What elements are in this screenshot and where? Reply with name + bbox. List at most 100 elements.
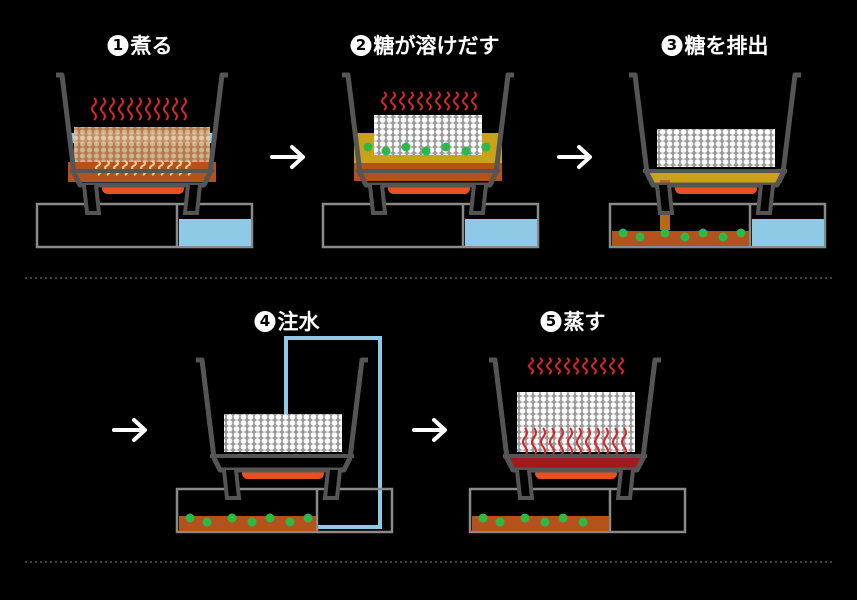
steam-wave (172, 97, 178, 121)
sugar-dot (285, 517, 295, 527)
pot-leg (368, 184, 388, 215)
syrup-drain (643, 171, 787, 183)
rice-block (517, 392, 635, 452)
steam-wave (609, 357, 615, 375)
steam-wave (528, 357, 534, 375)
sugar-dot (618, 228, 628, 238)
steam-wave (390, 91, 396, 111)
water-tank (752, 219, 824, 246)
steam-wave (154, 97, 160, 121)
drained-syrup (179, 516, 316, 531)
step-label: 煮る (130, 34, 173, 58)
steam-wave (462, 91, 468, 111)
steam-wave (435, 91, 441, 111)
pot-leg (222, 469, 242, 500)
steam-wave (540, 427, 546, 457)
sugar-dot (421, 146, 431, 156)
steam-wave (546, 357, 552, 375)
pot-body (196, 357, 368, 473)
steam-wave (408, 91, 414, 111)
water-tank (179, 219, 251, 246)
water-tank (465, 219, 537, 246)
steam-wave (585, 427, 591, 457)
arrow-right-icon (270, 145, 305, 169)
drained-syrup (612, 231, 749, 246)
sugar-dot (540, 517, 550, 527)
step-1-boil (35, 72, 254, 249)
pot-leg (615, 469, 635, 500)
pot-leg (82, 184, 102, 215)
sugar-dot (381, 146, 391, 156)
sugar-dot (227, 513, 237, 523)
step-number-badge: 2 (350, 34, 372, 56)
sugar-dot (736, 228, 746, 238)
step-5-steam (468, 357, 687, 534)
steam-wave (91, 97, 97, 121)
steam-wave (522, 427, 528, 457)
steam-wave (591, 357, 597, 375)
arrow-right-icon (412, 418, 447, 442)
steam-wave (612, 427, 618, 457)
sugar-dot (265, 513, 275, 523)
sugar-dot (441, 142, 451, 152)
hot-bottom (503, 456, 647, 468)
base-box (321, 202, 540, 249)
step-3-drain (608, 72, 827, 249)
base-box (468, 487, 687, 534)
sugar-dot (698, 228, 708, 238)
steam-wave (100, 97, 106, 121)
pot-leg (322, 469, 342, 500)
steam-wave (136, 97, 142, 121)
steam-wave (109, 97, 115, 121)
steam-wave (537, 357, 543, 375)
step-2-dissolve (321, 72, 540, 249)
step-label: 糖が溶けだす (373, 34, 500, 58)
steam-wave (549, 427, 555, 457)
steam-wave (567, 427, 573, 457)
step-label: 蒸す (563, 310, 606, 334)
step-label: 糖を排出 (684, 34, 769, 58)
sugar-dot (481, 142, 491, 152)
steam-wave (145, 97, 151, 121)
sugar-dot (401, 142, 411, 152)
arrow-shape (270, 145, 305, 169)
pot-leg (515, 469, 535, 500)
steam-wave (163, 97, 169, 121)
pot-body (342, 72, 514, 188)
steam-wave (600, 357, 606, 375)
steam-wave (582, 357, 588, 375)
steam-wave (444, 91, 450, 111)
rice-block (224, 414, 342, 452)
sugar-dot (558, 513, 568, 523)
arrow-shape (557, 145, 592, 169)
pot-body (629, 72, 801, 188)
sugar-dot (495, 517, 505, 527)
steam-wave (564, 357, 570, 375)
steam-wave (603, 427, 609, 457)
pot-leg (655, 184, 675, 215)
steam-wave (621, 427, 627, 457)
arrow-shape (112, 418, 147, 442)
sugar-dot (478, 513, 488, 523)
steam-wave (576, 427, 582, 457)
sugar-dot (578, 517, 588, 527)
steam-wave (618, 357, 624, 375)
pot-leg (755, 184, 775, 215)
sugar-dot (520, 513, 530, 523)
steam-wave (594, 427, 600, 457)
pot-leg (468, 184, 488, 215)
sugar-dot (680, 232, 690, 242)
sugar-dot (202, 517, 212, 527)
step-4-add-water (175, 357, 394, 534)
sugar-dot (718, 232, 728, 242)
sugar-dot (185, 513, 195, 523)
sugar-dot (363, 142, 373, 152)
steam-wave (471, 91, 477, 111)
sugar-dot (303, 513, 313, 523)
